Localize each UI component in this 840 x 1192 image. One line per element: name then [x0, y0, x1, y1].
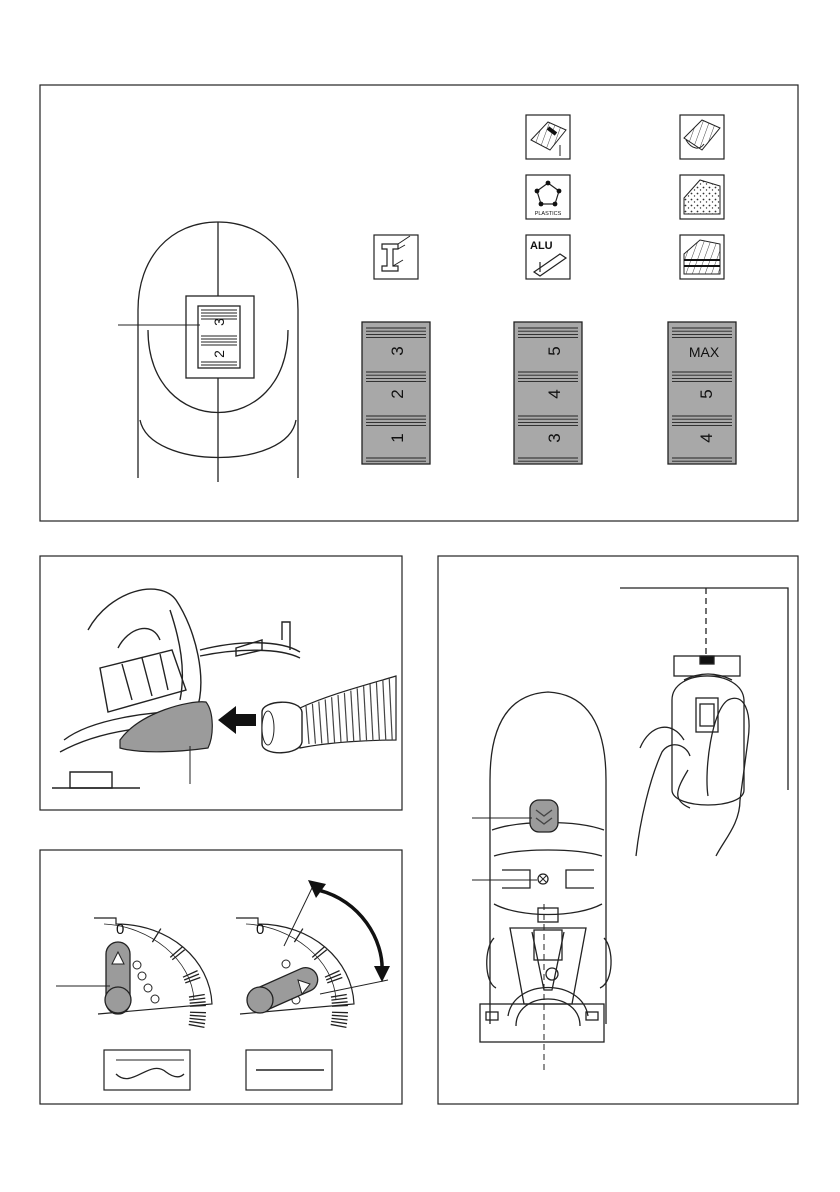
pendulum-tick [183, 971, 198, 978]
extraction-hose [262, 676, 396, 753]
pendulum-tick [331, 998, 347, 1000]
scale2-mark-top: 5 [545, 346, 564, 355]
scale3-mark-top: MAX [689, 344, 720, 360]
pendulum-tick [189, 1021, 205, 1023]
cut-result-wavy [104, 1050, 190, 1090]
pendulum-tick [325, 971, 340, 978]
hand-holding-tool [620, 588, 788, 856]
scale3-mark-bottom: 4 [697, 433, 716, 442]
scale1-mark-mid: 2 [388, 389, 407, 398]
hardwood-icon [526, 115, 570, 159]
pendulum-tick [331, 1021, 347, 1023]
arrow-left-icon [218, 706, 256, 734]
pendulum-tick [332, 1005, 348, 1006]
pendulum-tick [331, 1024, 347, 1027]
pendulum-dial-right: 0 [236, 880, 390, 1027]
scale3-mark-mid: 5 [697, 389, 716, 398]
pendulum-tick [331, 994, 347, 997]
pendulum-tick [190, 1015, 206, 1016]
pendulum-tick [190, 1018, 206, 1020]
plastics-icon: PLASTICS [526, 175, 570, 219]
pendulum-tick [189, 994, 205, 997]
tool-housing-side [52, 589, 300, 788]
softwood-icon [680, 115, 724, 159]
aluminium-icon: ALU [526, 235, 570, 279]
steel-icon [374, 235, 418, 279]
guide-screw-icon [538, 874, 548, 884]
quick-clamp-knob[interactable] [530, 800, 558, 832]
figure-dust-extraction-panel [40, 556, 402, 810]
figure-pendulum-panel: 0 0 [40, 850, 402, 1104]
pendulum-tick [332, 1018, 348, 1020]
pendulum-zero-left: 0 [116, 921, 124, 938]
extraction-adapter [120, 702, 212, 752]
pendulum-tick [189, 1024, 205, 1027]
figure-blade-guide-panel [438, 556, 798, 1104]
pendulum-tick [332, 1015, 348, 1016]
scale1-mark-top: 3 [388, 346, 407, 355]
scale1-mark-bottom: 1 [388, 433, 407, 442]
pendulum-tick [190, 1002, 206, 1003]
dial-small-lower-number: 2 [211, 350, 227, 358]
scale2-mark-bottom: 3 [545, 433, 564, 442]
scale2-mark-mid: 4 [545, 389, 564, 398]
curved-double-arrow-icon [318, 890, 382, 972]
tool-front-view [480, 692, 611, 1042]
laminate-icon [680, 235, 724, 279]
cut-result-straight [246, 1050, 332, 1090]
chipboard-icon [680, 175, 724, 219]
pendulum-dial-left: 0 [56, 918, 212, 1027]
pendulum-tick [190, 1005, 206, 1006]
pendulum-tick [332, 1002, 348, 1003]
figure-material-speed-panel: 3 2 PLASTICS [40, 85, 798, 521]
alu-label: ALU [530, 240, 553, 252]
pendulum-zero-right: 0 [256, 921, 264, 938]
plastics-label: PLASTICS [535, 211, 562, 217]
dial-small-upper-number: 3 [211, 318, 227, 326]
pendulum-tick [189, 998, 205, 1000]
